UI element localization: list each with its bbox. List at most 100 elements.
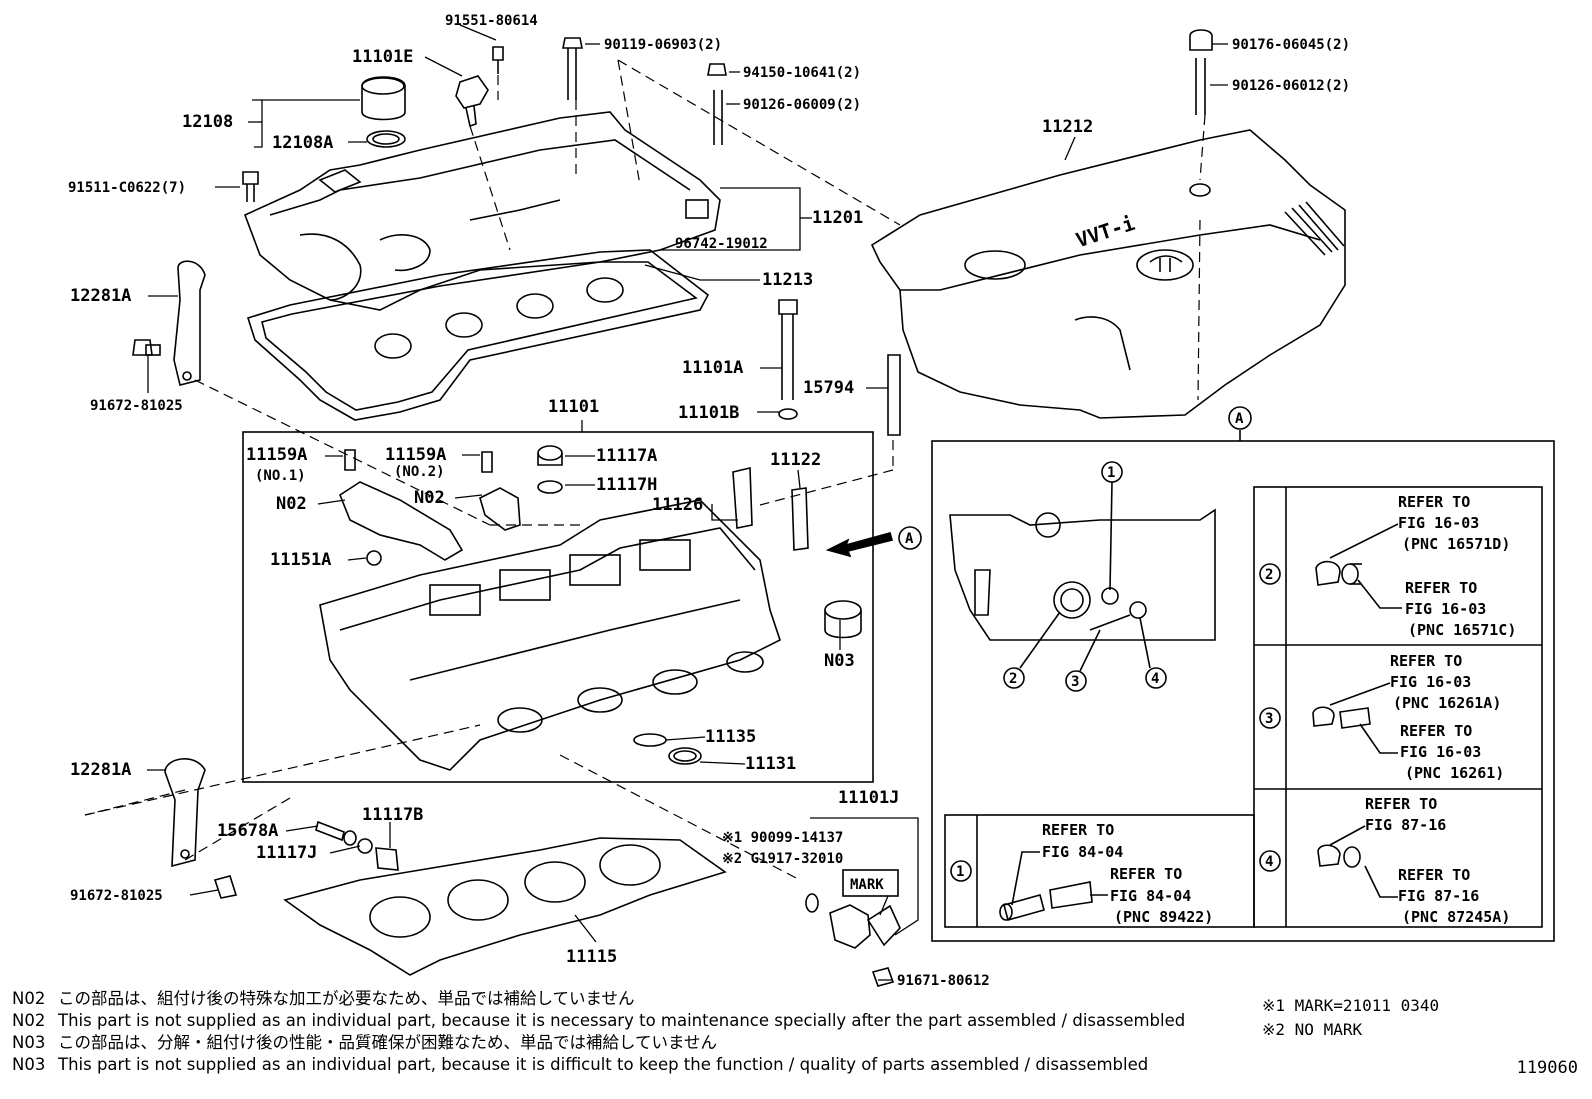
engine-hanger-bottom	[164, 758, 238, 899]
engine-cover	[870, 129, 1346, 419]
note-text: This part is not supplied as an individu…	[58, 1011, 1186, 1030]
label-g1917: ※2 G1917-32010	[722, 851, 843, 867]
ref3-line5: FIG 16-03	[1400, 743, 1481, 761]
label-12108a: 12108A	[272, 133, 333, 153]
table-circle-4: 4	[1265, 854, 1273, 870]
detail-circle-4: 4	[1151, 671, 1159, 687]
detail-circle-2: 2	[1009, 671, 1017, 687]
ref3-line2: FIG 16-03	[1390, 673, 1471, 691]
label-callout-a: A	[905, 531, 914, 547]
note-text: この部品は、組付け後の特殊な加工が必要なため、単品では補給していません	[58, 989, 635, 1008]
label-12108: 12108	[182, 112, 233, 132]
label-11115: 11115	[566, 947, 617, 967]
label-96742: 96742-19012	[675, 236, 768, 252]
note-n03-en: N03 This part is not supplied as an indiv…	[12, 1054, 1148, 1076]
label-94150: 94150-10641(2)	[743, 65, 861, 81]
ref2-line1: REFER TO	[1398, 493, 1470, 511]
label-11135: 11135	[705, 727, 756, 747]
callout-a-circle	[898, 526, 922, 550]
vvt-sensor	[455, 75, 489, 128]
ref1-line5: (PNC 89422)	[1114, 908, 1213, 926]
label-11101j: 11101J	[838, 788, 899, 808]
figure-number: 119060	[1516, 1058, 1578, 1078]
note-code: N03	[12, 1033, 46, 1052]
small-parts	[537, 445, 809, 765]
label-91672-bottom: 91672-81025	[70, 888, 163, 904]
label-11101a: 11101A	[682, 358, 743, 378]
engine-hanger-top	[173, 260, 206, 386]
cover-logo-text: VVT-i	[1073, 211, 1138, 252]
label-11212: 11212	[1042, 117, 1093, 137]
ref2-line6: (PNC 16571C)	[1408, 621, 1516, 639]
note-code: N03	[12, 1055, 46, 1074]
label-11122: 11122	[770, 450, 821, 470]
cylinder-head-frame	[242, 431, 874, 783]
oil-filler-cap	[361, 76, 406, 148]
detail-circle-1: 1	[1107, 465, 1115, 481]
label-91671: 91671-80612	[897, 973, 990, 989]
label-90119: 90119-06903(2)	[604, 37, 722, 53]
table-circle-2: 2	[1265, 567, 1273, 583]
label-11126: 11126	[652, 495, 703, 515]
mark-note-1: ※1 MARK=21011 0340	[1262, 996, 1440, 1015]
label-90126-009: 90126-06009(2)	[743, 97, 861, 113]
label-11117j: 11117J	[256, 843, 317, 863]
label-n02-right: N02	[414, 488, 445, 508]
label-15794: 15794	[803, 378, 854, 398]
label-90099: ※1 90099-14137	[722, 830, 843, 846]
label-90176: 90176-06045(2)	[1232, 37, 1350, 53]
ref3-line6: (PNC 16261)	[1405, 764, 1504, 782]
ref4-line4: FIG 87-16	[1398, 887, 1479, 905]
label-91672-top: 91672-81025	[90, 398, 183, 414]
ref3-line4: REFER TO	[1400, 722, 1472, 740]
note-code: N02	[12, 1011, 46, 1030]
bolts-top	[132, 29, 1213, 436]
label-11101e: 11101E	[352, 47, 413, 67]
detail-circle-3: 3	[1071, 674, 1079, 690]
ref4-line1: REFER TO	[1365, 795, 1437, 813]
label-91511: 91511-C0622(7)	[68, 180, 186, 196]
ref4-line5: (PNC 87245A)	[1402, 908, 1510, 926]
label-90126-012: 90126-06012(2)	[1232, 78, 1350, 94]
ref2-line5: FIG 16-03	[1405, 600, 1486, 618]
label-11159a-1-sub: (NO.1)	[255, 468, 306, 484]
ref1-line3: REFER TO	[1110, 865, 1182, 883]
note-n02-ja: N02 この部品は、組付け後の特殊な加工が必要なため、単品では補給していません	[12, 988, 635, 1010]
ref3-line3: (PNC 16261A)	[1393, 694, 1501, 712]
label-15678a: 15678A	[217, 821, 278, 841]
label-11117h: 11117H	[596, 475, 657, 495]
note-n03-ja: N03 この部品は、分解・組付け後の性能・品質確保が困難なため、単品では補給してい…	[12, 1032, 717, 1054]
ref4-line2: FIG 87-16	[1365, 816, 1446, 834]
ref1-line2: FIG 84-04	[1042, 843, 1123, 861]
label-11151a: 11151A	[270, 550, 331, 570]
label-11201: 11201	[812, 208, 863, 228]
note-code: N02	[12, 989, 46, 1008]
labels: 91551-80614 11101E 12108 12108A 90119-06…	[68, 13, 1350, 989]
leader-lines	[147, 24, 1228, 981]
label-11101b: 11101B	[678, 403, 739, 423]
label-mark: MARK	[850, 877, 884, 893]
detail-labels: A 1 2 3 4 1 2 3 4 REFER TO FIG 84-04 REF…	[956, 411, 1516, 926]
detail-panel-a	[931, 406, 1555, 942]
bottom-small-parts	[315, 820, 901, 987]
ref2-line2: FIG 16-03	[1398, 514, 1479, 532]
ref2-line4: REFER TO	[1405, 579, 1477, 597]
camshaft-bearing-caps	[339, 449, 521, 566]
note-text: この部品は、分解・組付け後の性能・品質確保が困難なため、単品では補給していません	[58, 1033, 718, 1052]
dashed-guide-lines	[84, 59, 1206, 881]
table-circle-1: 1	[956, 864, 964, 880]
cylinder-head-gasket	[283, 837, 727, 976]
label-11159a-2-sub: (NO.2)	[394, 464, 445, 480]
mark-note-2: ※2 NO MARK	[1262, 1020, 1363, 1039]
label-11213: 11213	[762, 270, 813, 290]
label-91551: 91551-80614	[445, 13, 538, 29]
label-11159a-1: 11159A	[246, 445, 307, 465]
ref1-line1: REFER TO	[1042, 821, 1114, 839]
label-11117a: 11117A	[596, 446, 657, 466]
label-11117b: 11117B	[362, 805, 423, 825]
label-11131: 11131	[745, 754, 796, 774]
ref1-line4: FIG 84-04	[1110, 887, 1191, 905]
note-text: This part is not supplied as an individu…	[58, 1055, 1149, 1074]
label-12281a-bottom: 12281A	[70, 760, 131, 780]
